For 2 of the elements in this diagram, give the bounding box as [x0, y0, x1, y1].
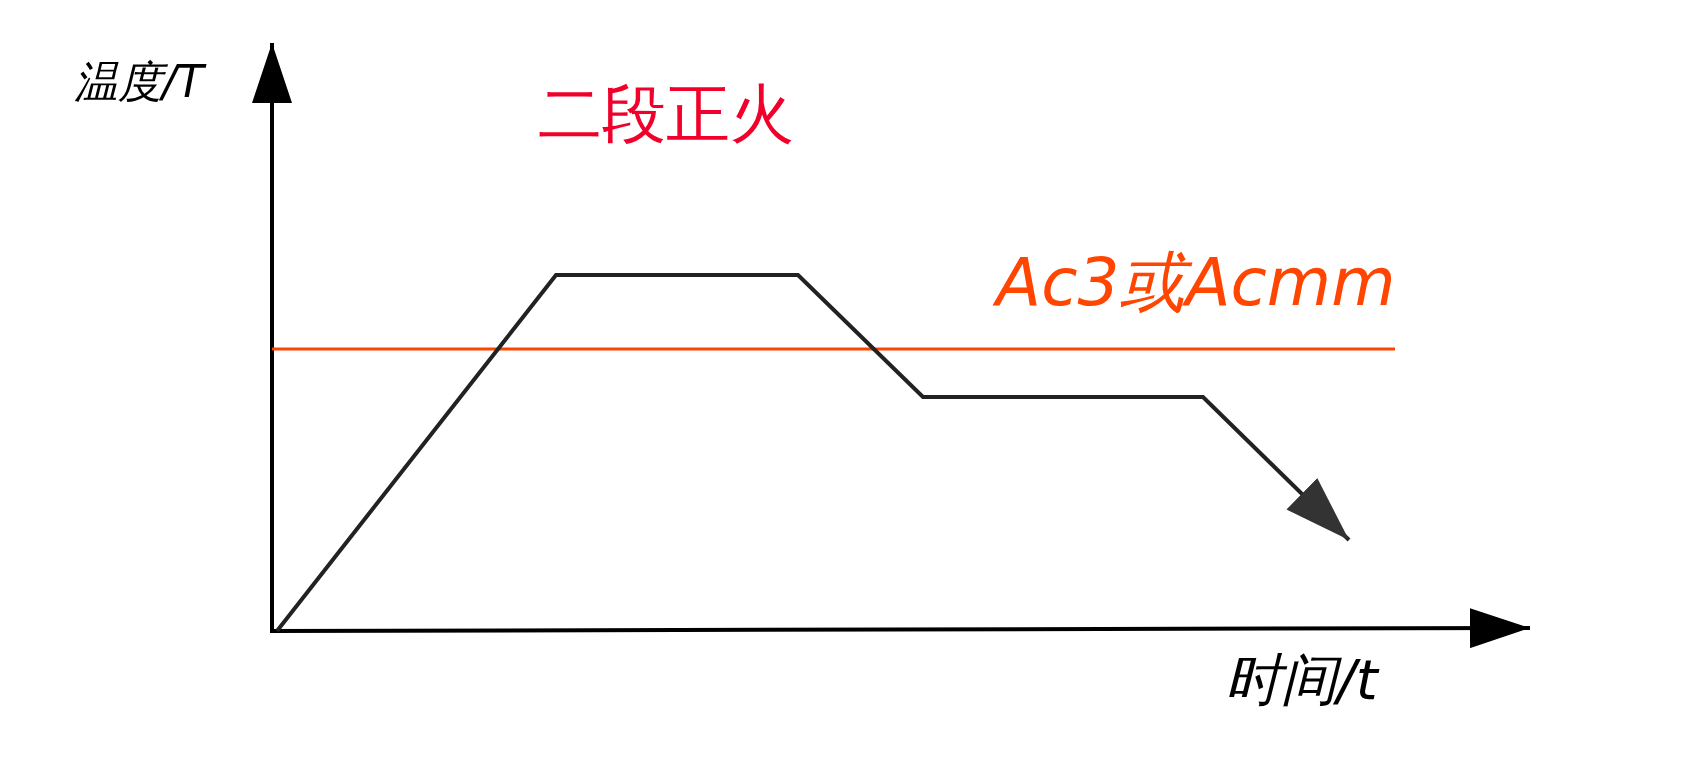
diagram-title: 二段正火 — [538, 82, 794, 146]
axis-label: 时间/t — [1225, 652, 1378, 708]
